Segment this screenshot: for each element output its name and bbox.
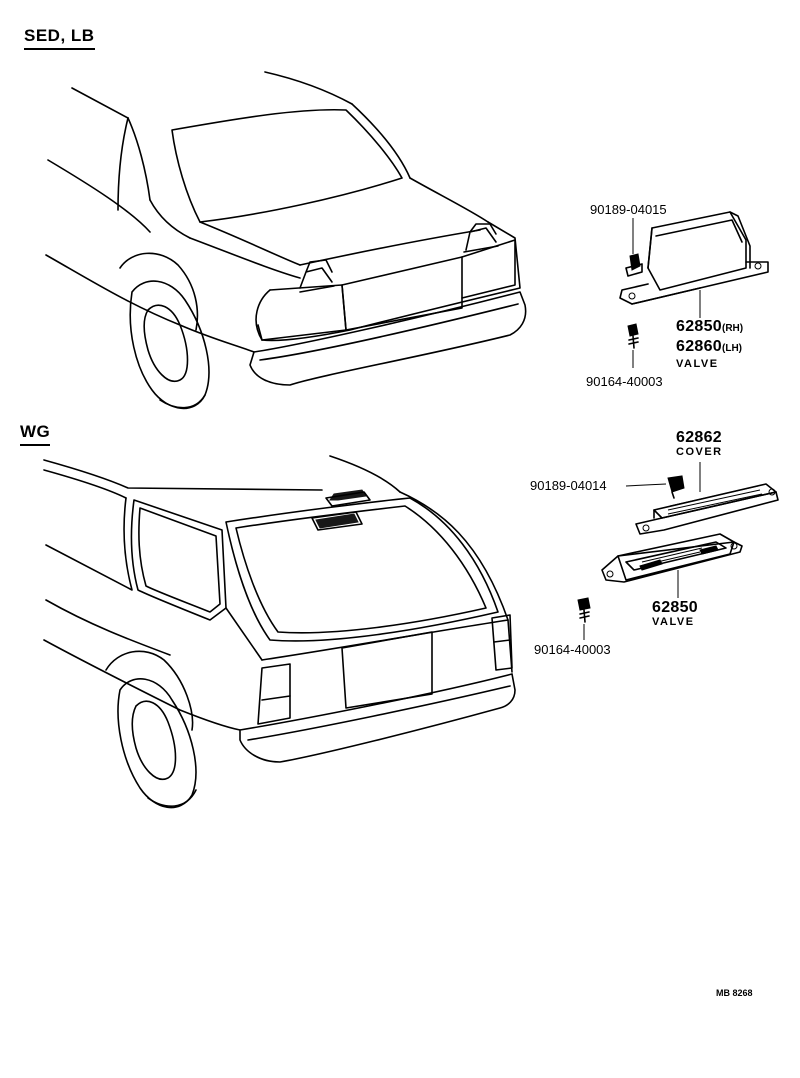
part-label-sed-clip: 90189-04015 <box>590 202 667 217</box>
part-number: 90164-40003 <box>534 642 611 657</box>
section-title-wagon-text: WG <box>20 422 51 441</box>
wg-cover-part <box>625 462 779 535</box>
side-lh: (LH) <box>722 343 742 354</box>
sedan-car-illustration <box>45 71 527 410</box>
section-title-underline <box>24 48 95 50</box>
part-label-wg-valve: 62850 VALVE <box>652 599 698 629</box>
part-label-sed-valve: 62850(RH) 62860(LH) VALVE <box>676 318 743 370</box>
part-label-wg-clip: 90189-04014 <box>530 478 607 493</box>
section-title-sedan-text: SED, LB <box>24 26 95 45</box>
section-title-sedan: SED, LB <box>24 26 95 50</box>
part-number-lh: 62860 <box>676 338 722 355</box>
part-description: VALVE <box>652 616 695 628</box>
part-number: 62850 <box>652 599 698 616</box>
wg-valve-part <box>577 533 743 640</box>
section-title-underline <box>20 444 51 446</box>
part-number: 90164-40003 <box>586 374 663 389</box>
part-number: 62862 <box>676 429 722 446</box>
part-label-sed-screw: 90164-40003 <box>586 374 663 389</box>
wagon-car-illustration <box>43 455 516 809</box>
part-number: 90189-04014 <box>530 478 607 493</box>
sed-valve-part <box>619 211 769 368</box>
part-label-wg-cover: 62862 COVER <box>676 429 723 459</box>
part-description: COVER <box>676 446 723 458</box>
part-number: 90189-04015 <box>590 202 667 217</box>
section-title-wagon: WG <box>20 422 51 446</box>
part-number-rh: 62850 <box>676 318 722 335</box>
diagram-code: MB 8268 <box>716 988 753 998</box>
part-number-lh-row: 62860(LH) <box>676 338 743 358</box>
part-label-wg-screw: 90164-40003 <box>534 642 611 657</box>
part-description: VALVE <box>676 358 719 370</box>
part-number-rh-row: 62850(RH) <box>676 318 743 338</box>
side-rh: (RH) <box>722 323 744 334</box>
